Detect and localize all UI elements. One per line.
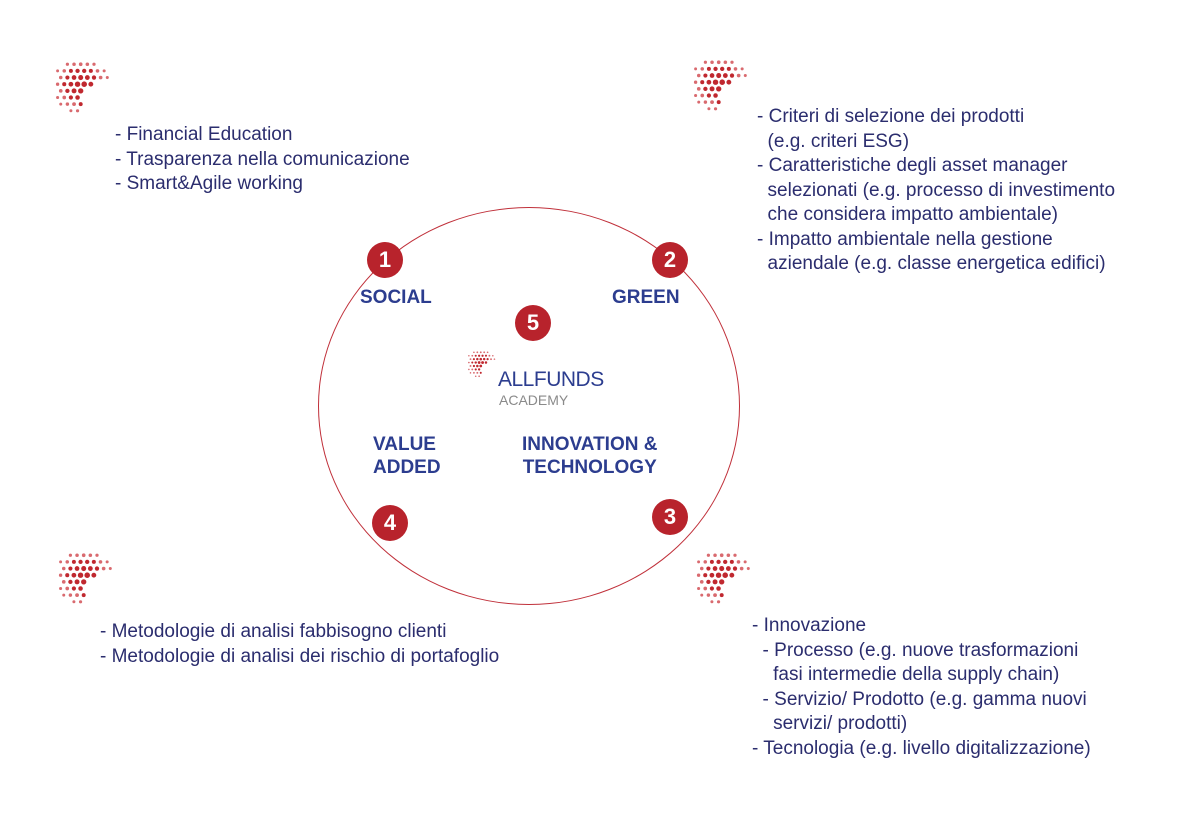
green-items: - Criteri di selezione dei prodotti (e.g… (757, 106, 1116, 274)
center-circle (318, 207, 740, 605)
social-items: - Financial Education - Trasparenza nell… (115, 124, 410, 194)
badge-1: 1 (367, 242, 403, 278)
logo-brand: ALLFUNDS (498, 368, 604, 391)
badge-4: 4 (372, 505, 408, 541)
globe-icon (693, 60, 747, 111)
badge-3: 3 (652, 499, 688, 535)
innovation-items: - Innovazione - Processo (e.g. nuove tra… (752, 615, 1091, 759)
allfunds-logo-icon (468, 351, 496, 378)
label-value-added: VALUE ADDED (373, 434, 441, 478)
label-innovation: INNOVATION & TECHNOLOGY (522, 434, 658, 478)
label-social: SOCIAL (360, 287, 432, 308)
logo-sub: ACADEMY (499, 392, 569, 408)
globe-icon (55, 62, 109, 113)
label-green: GREEN (612, 287, 680, 308)
badge-2: 2 (652, 242, 688, 278)
badge-5: 5 (515, 305, 551, 341)
value-added-items: - Metodologie di analisi fabbisogno clie… (100, 621, 500, 667)
globe-icon (696, 553, 750, 604)
globe-icon (58, 553, 112, 604)
